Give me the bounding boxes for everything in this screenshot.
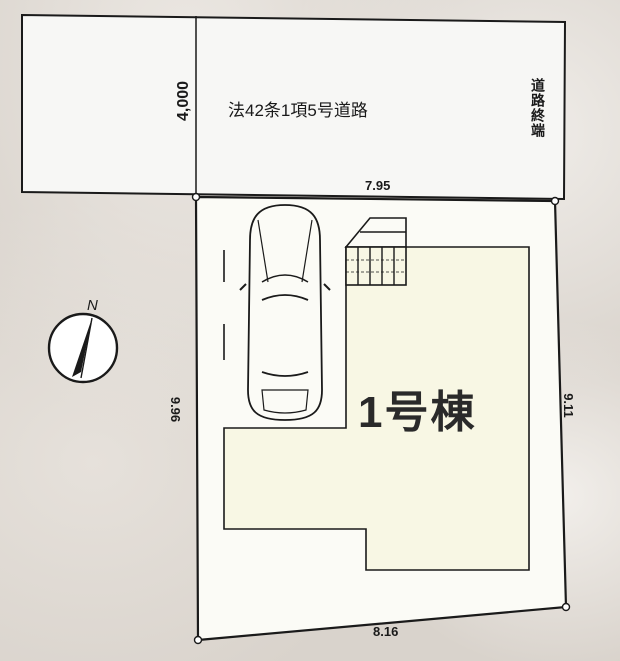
- lot-bottom-dimension: 8.16: [373, 624, 399, 639]
- lot-left-dimension: 9.96: [168, 396, 184, 423]
- entrance-steps: [344, 217, 407, 286]
- building-label: 1号棟: [358, 388, 477, 437]
- road-area: [21, 13, 567, 201]
- road-end-label: 道路終端: [530, 78, 546, 138]
- lot-right-dimension: 9.11: [560, 393, 576, 418]
- north-label: N: [87, 297, 98, 314]
- car-icon: [239, 204, 331, 421]
- corner-markers: [191, 192, 571, 645]
- road-name-label: 法42条1項5号道路: [228, 101, 368, 120]
- building-footprint: [223, 246, 530, 571]
- road-width-dimension: 4,000: [175, 80, 193, 122]
- lot-top-dimension: 7.95: [365, 178, 391, 193]
- north-compass-icon: [47, 312, 119, 384]
